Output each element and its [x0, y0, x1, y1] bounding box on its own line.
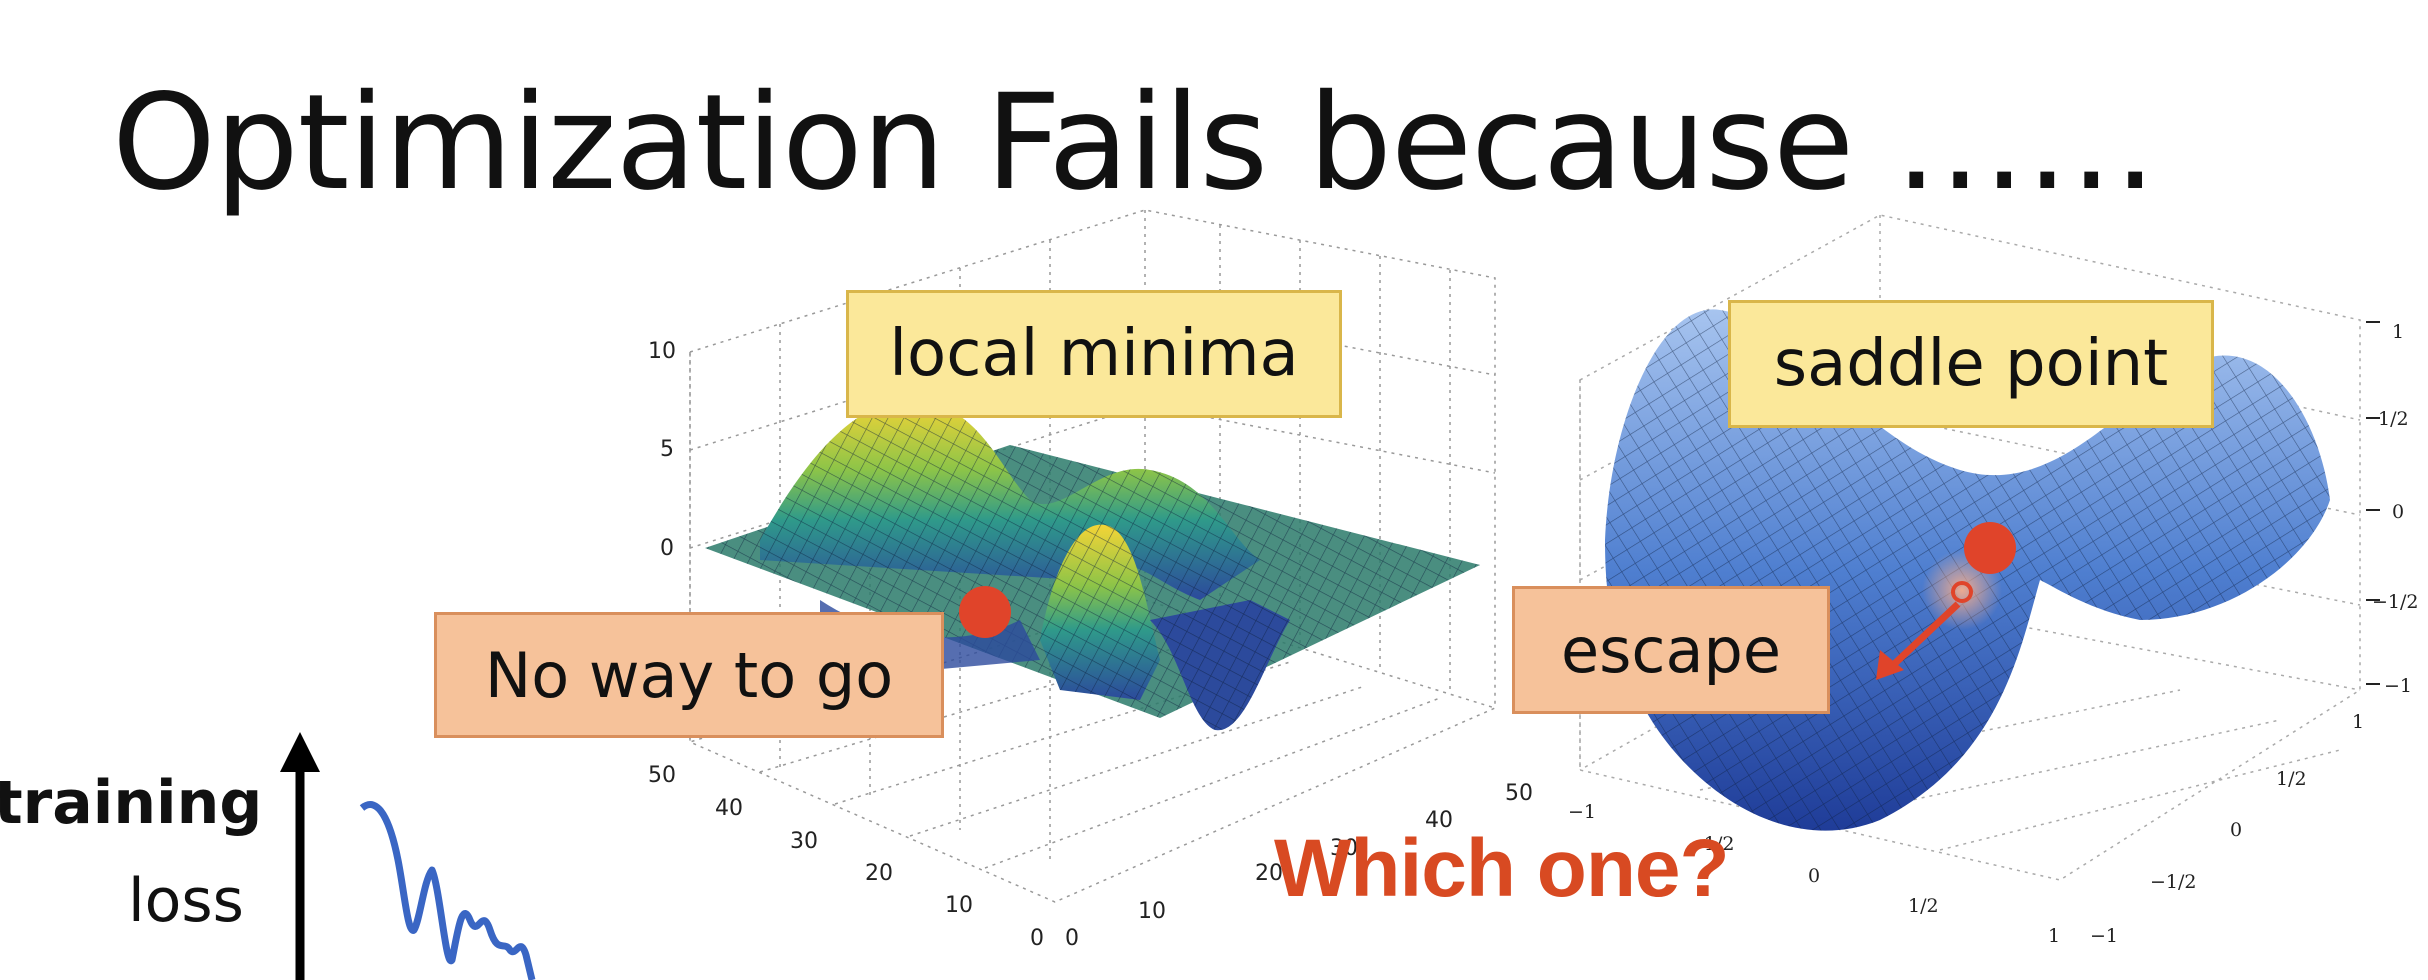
local-minimum-ball: [959, 586, 1011, 638]
local-x-tick: 50: [1505, 781, 1533, 806]
loss-ylabel-regular: loss: [128, 866, 244, 936]
saddle-y-tick: −1/2: [2150, 871, 2197, 893]
local-y-tick: 10: [945, 893, 973, 918]
no-way-to-go-label: No way to go: [434, 612, 944, 738]
loss-y-arrowhead: [280, 732, 320, 772]
saddle-x-tick: −1: [1568, 801, 1596, 823]
saddle-y-tick: 0: [2230, 819, 2242, 841]
local-z-tick: 10: [648, 339, 676, 364]
which-one-question: Which one?: [1274, 823, 1730, 914]
saddle-point-label: saddle point: [1728, 300, 2214, 428]
saddle-z-tick: 1: [2392, 321, 2404, 343]
saddle-x-tick: −1/2: [1688, 833, 1735, 855]
saddle-z-tick: 0: [2392, 501, 2404, 523]
local-y-tick: 20: [865, 861, 893, 886]
local-z-tick: 5: [660, 437, 674, 462]
saddle-point-ball: [1964, 522, 2016, 574]
loss-curve: [359, 801, 536, 980]
loss-ylabel-bold: training: [0, 768, 263, 838]
local-y-tick: 0: [1030, 926, 1044, 951]
local-y-tick: 50: [648, 763, 676, 788]
escape-label: escape: [1512, 586, 1830, 714]
saddle-z-tick: −1: [2384, 675, 2412, 697]
local-x-tick: 30: [1330, 836, 1358, 861]
saddle-x-tick: 1/2: [1908, 895, 1939, 917]
local-minima-plot: 10 5 0 0 10 20 30 40 50 0 10 20 30 40 50: [648, 209, 1533, 951]
saddle-y-tick: −1: [2090, 925, 2118, 947]
local-x-tick: 40: [1425, 808, 1453, 833]
saddle-small-ball: [1951, 581, 1973, 603]
saddle-z-tick: 1/2: [2378, 408, 2409, 430]
saddle-x-tick: 1: [2048, 925, 2060, 947]
local-z-tick: 0: [660, 536, 674, 561]
loss-chart: [280, 732, 536, 980]
saddle-z-tick: −1/2: [2372, 591, 2419, 613]
local-y-tick: 40: [715, 796, 743, 821]
local-x-tick: 10: [1138, 899, 1166, 924]
local-minima-label: local minima: [846, 290, 1342, 418]
local-x-tick: 20: [1255, 861, 1283, 886]
escape-arrow: [1887, 601, 1961, 671]
saddle-x-tick: 0: [1808, 865, 1820, 887]
saddle-y-tick: 1: [2352, 711, 2364, 733]
slide-title: Optimization Fails because ……: [112, 66, 2157, 220]
local-y-tick: 30: [790, 829, 818, 854]
saddle-y-tick: 1/2: [2276, 768, 2307, 790]
local-x-tick: 0: [1065, 926, 1079, 951]
